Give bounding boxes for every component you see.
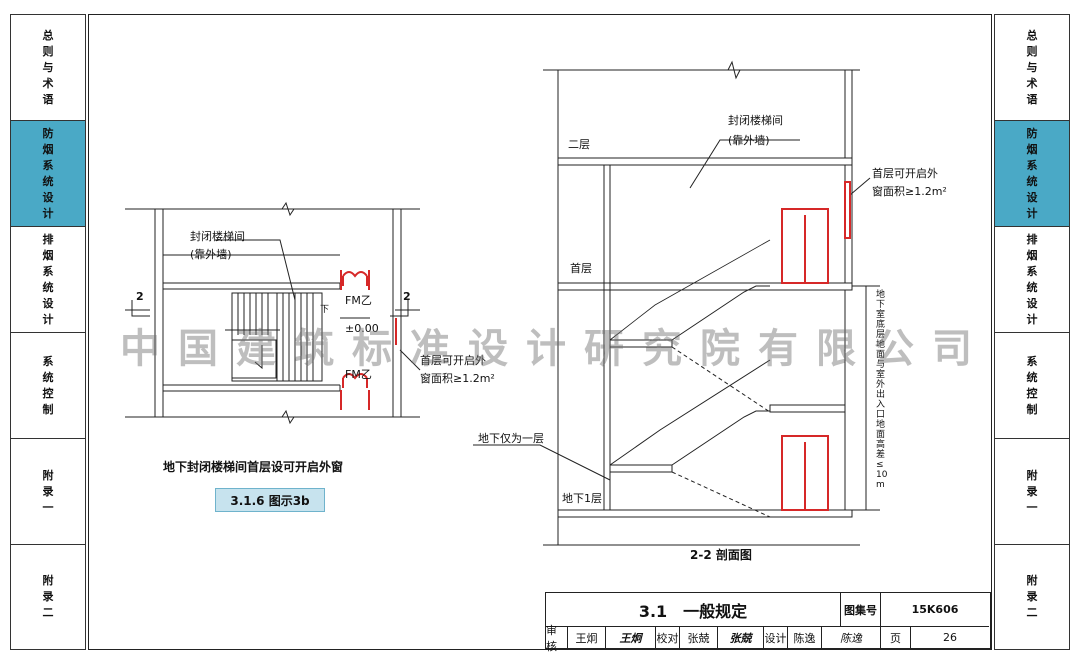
stair-plan (125, 201, 421, 425)
plan-doors (340, 270, 397, 410)
title-block-atlas-label: 图集号 (841, 593, 881, 627)
right-tab-label: 附录一 (1026, 468, 1038, 514)
right-tab-label: 总则与术语 (1026, 28, 1038, 106)
right-tab-label: 系统控制 (1026, 354, 1038, 416)
title-block-review-sign: 王炯 (606, 627, 656, 648)
left-tab-label: 总则与术语 (42, 28, 54, 106)
section-stair-label: 封闭楼梯间 (728, 114, 783, 127)
left-tab-appendix-2[interactable]: 附录二 (11, 545, 85, 649)
title-block-design-sign: 陈逸 (822, 627, 881, 648)
title-block-check-label: 校对 (656, 627, 680, 648)
plan-window-note-1: 首层可开启外 (420, 354, 486, 367)
right-sidebar: 总则与术语 防烟系统设计 排烟系统设计 系统控制 附录一 附录二 (994, 14, 1070, 650)
section-caption: 2-2 剖面图 (690, 548, 752, 562)
plan-section-mark-right: 2 (403, 290, 411, 303)
right-tab-label: 附录二 (1026, 574, 1038, 619)
left-tab-general[interactable]: 总则与术语 (11, 15, 85, 121)
left-tab-label: 系统控制 (42, 354, 54, 416)
drawing-frame (88, 14, 992, 650)
left-sidebar: 总则与术语 防烟系统设计 排烟系统设计 系统控制 附录一 附录二 (10, 14, 86, 650)
left-tab-appendix-1[interactable]: 附录一 (11, 439, 85, 545)
left-tab-control[interactable]: 系统控制 (11, 333, 85, 439)
plan-door-bottom: FM乙 (345, 368, 372, 381)
right-tab-label: 排烟系统设计 (1026, 232, 1038, 326)
title-block-review-label: 审核 (546, 624, 568, 653)
right-tab-general[interactable]: 总则与术语 (995, 15, 1069, 121)
plan-stair-sub: (靠外墙) (190, 248, 232, 261)
left-tab-label: 防烟系统设计 (42, 126, 54, 220)
left-tab-label: 附录二 (42, 574, 54, 619)
title-block-review-name: 王炯 (568, 627, 606, 648)
plan-section-mark-left: 2 (136, 290, 144, 303)
right-tab-smoke-exhaust[interactable]: 排烟系统设计 (995, 227, 1069, 333)
right-tab-control[interactable]: 系统控制 (995, 333, 1069, 439)
left-tab-label: 附录一 (42, 468, 54, 514)
title-block-page-label: 页 (881, 627, 911, 648)
plan-stair-label: 封闭楼梯间 (190, 230, 245, 243)
left-tab-smoke-exhaust[interactable]: 排烟系统设计 (11, 227, 85, 333)
section-stair-sub: (靠外墙) (728, 134, 770, 147)
section-window-note-1: 首层可开启外 (872, 167, 938, 180)
title-block-design-label: 设计 (764, 627, 788, 648)
right-tab-appendix-2[interactable]: 附录二 (995, 545, 1069, 649)
plan-caption: 地下封闭楼梯间首层设可开启外窗 (163, 460, 344, 474)
section-doors (781, 181, 851, 511)
title-block-page-no: 26 (943, 631, 957, 644)
watermark: 中国建筑标准设计研究院有限公司 (120, 325, 990, 372)
right-tab-appendix-1[interactable]: 附录一 (995, 439, 1069, 545)
title-block-title: 3.1 一般规定 (546, 593, 841, 627)
left-tab-smoke-prevention[interactable]: 防烟系统设计 (11, 121, 85, 227)
plan-elevation: ±0.00 (345, 322, 379, 335)
title-block: 3.1 一般规定 图集号 15K606 审核 王炯 王炯 校对 张兢 张兢 设计… (545, 592, 991, 653)
section-floor-1: 首层 (570, 262, 592, 275)
right-tab-label: 防烟系统设计 (1026, 126, 1038, 220)
title-block-check-sign: 张兢 (718, 627, 764, 648)
section-vertical-note: 地下室底层地面与室外出入口地面高差≤10m (876, 290, 888, 490)
section-floor-b1: 地下1层 (562, 492, 602, 505)
plan-window-note-2: 窗面积≥1.2m² (420, 372, 495, 385)
title-block-design-name: 陈逸 (788, 627, 822, 648)
left-tab-label: 排烟系统设计 (42, 232, 54, 326)
section-floor-2: 二层 (568, 138, 590, 151)
section-basement-note: 地下仅为一层 (478, 432, 544, 445)
title-block-check-name: 张兢 (680, 627, 718, 648)
plan-down-mark: 下 (320, 305, 330, 315)
title-block-atlas-no: 15K606 (881, 593, 989, 627)
plan-door-top: FM乙 (345, 294, 372, 307)
right-tab-smoke-prevention[interactable]: 防烟系统设计 (995, 121, 1069, 227)
stair-section (473, 60, 880, 546)
section-window-note-2: 窗面积≥1.2m² (872, 185, 947, 198)
figure-badge: 3.1.6 图示3b (215, 488, 325, 512)
